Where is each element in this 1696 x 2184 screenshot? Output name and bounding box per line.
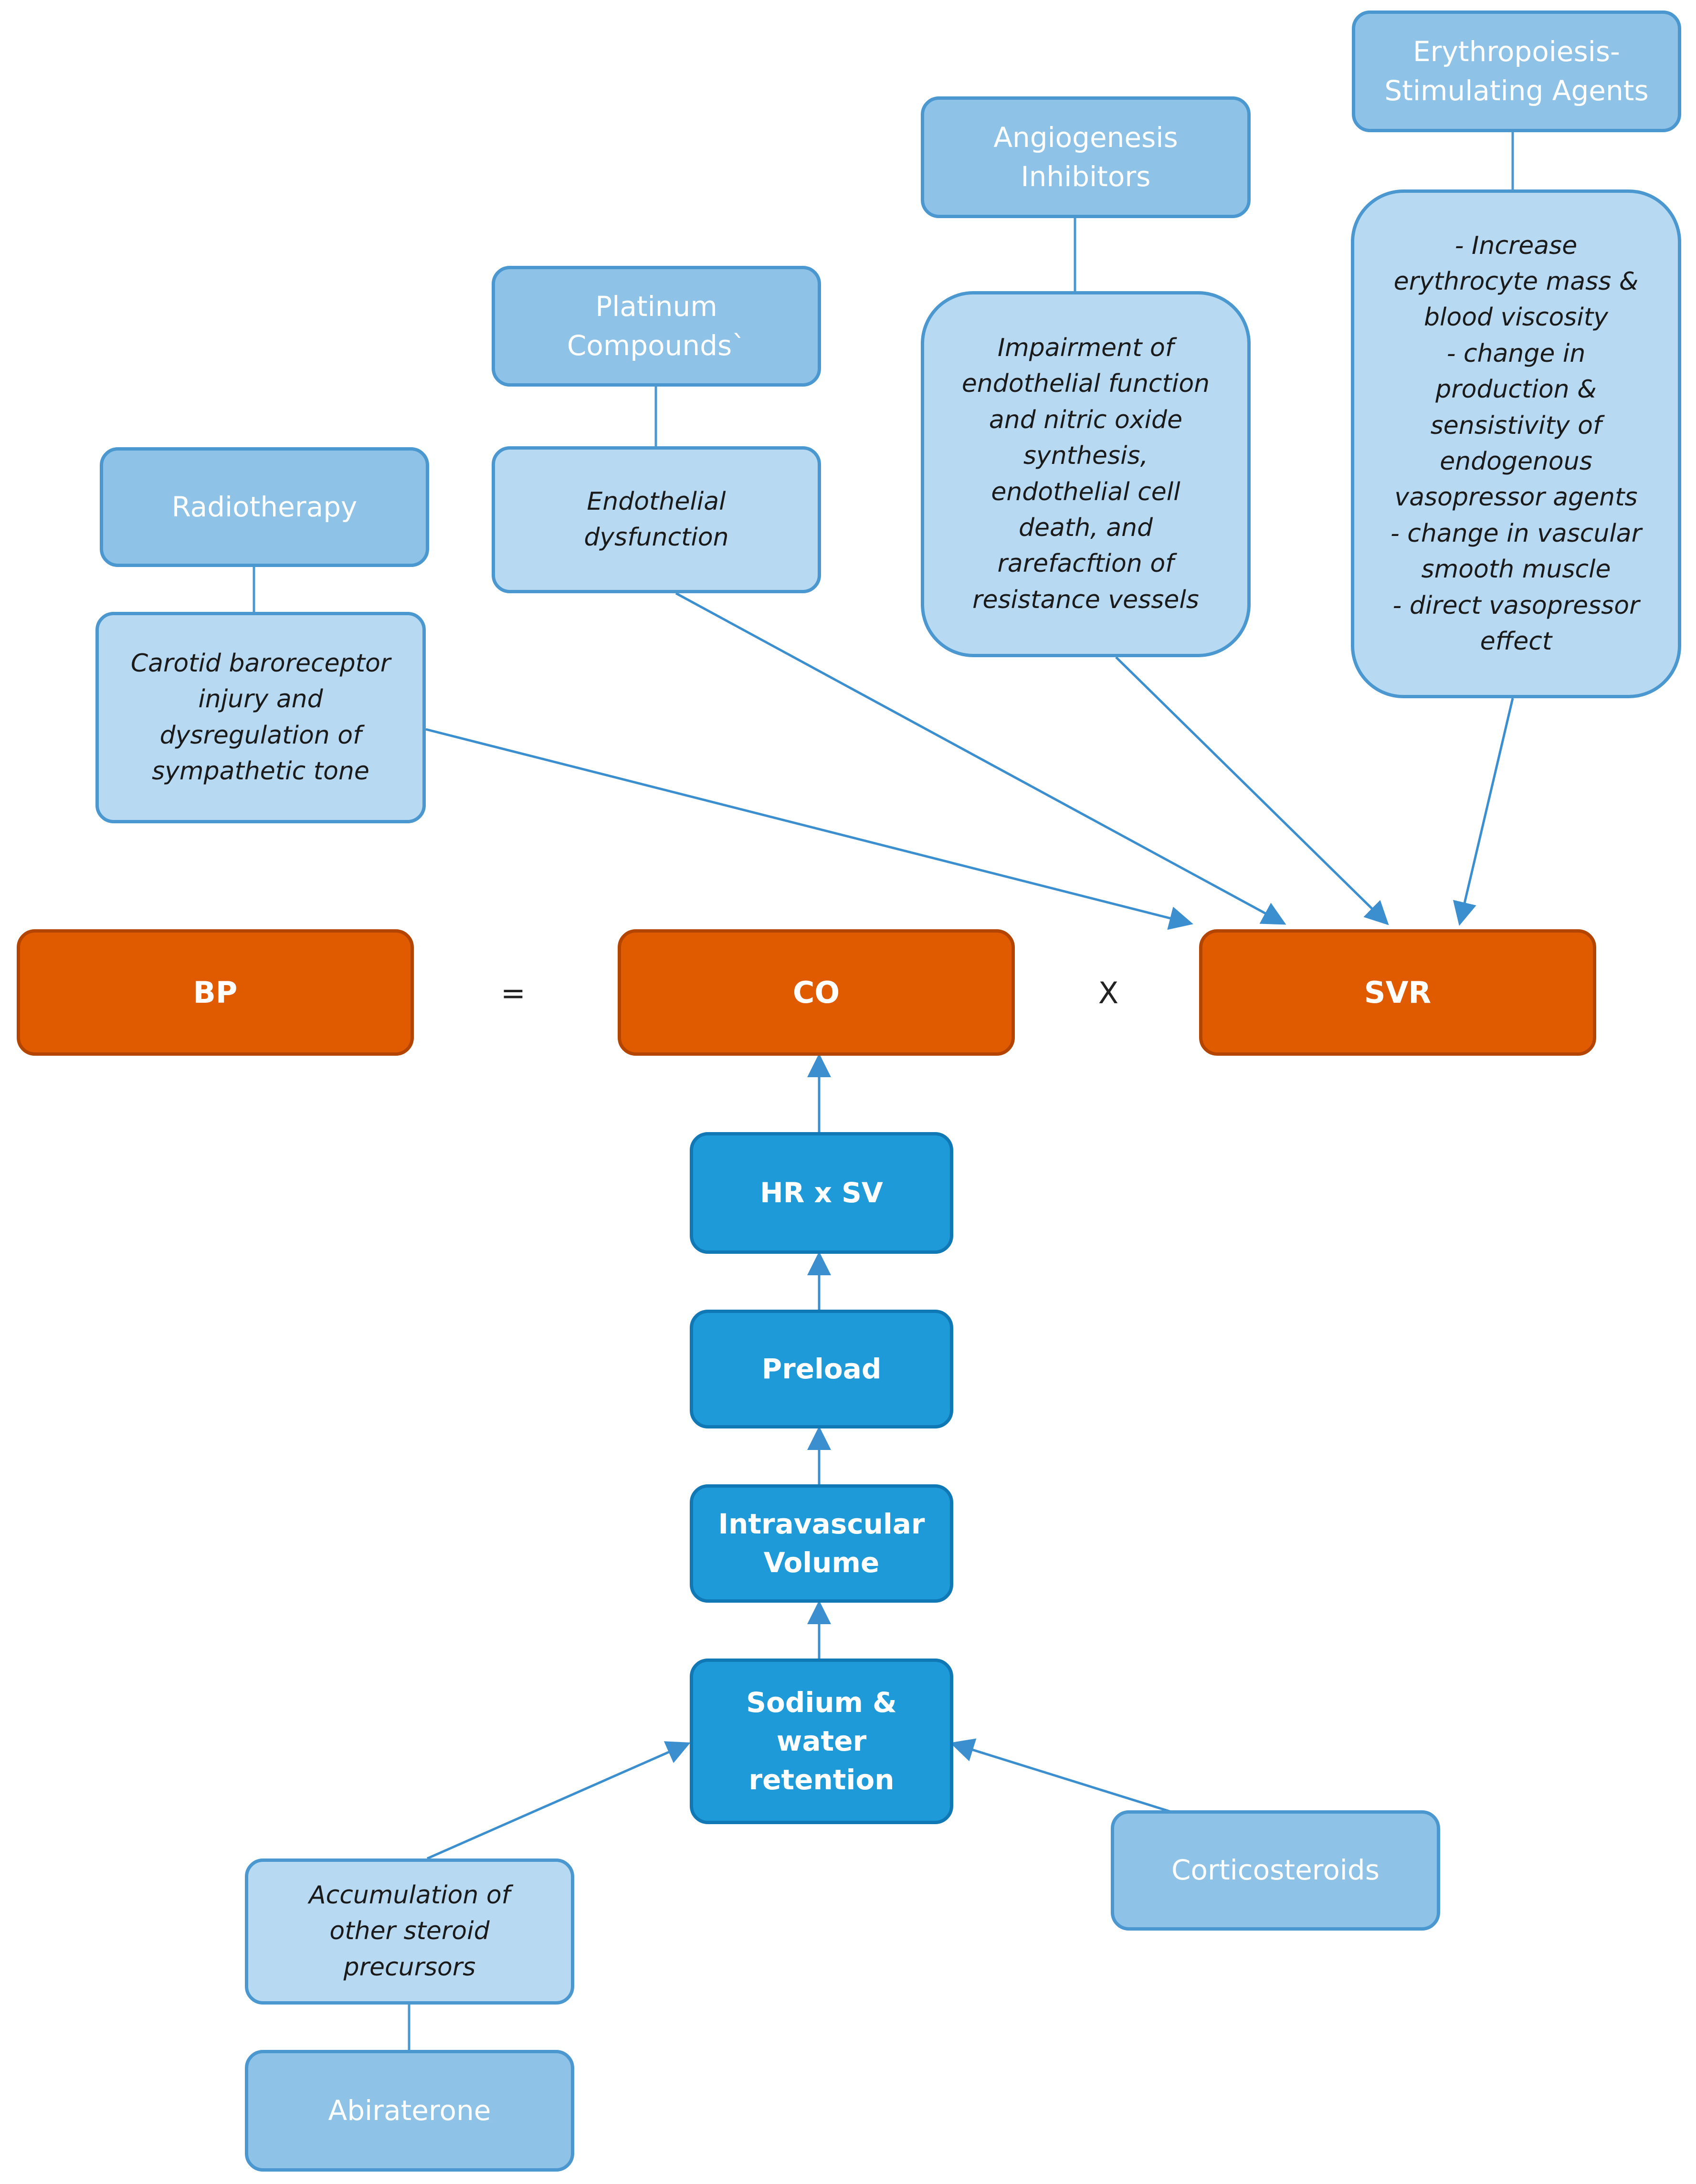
svr-label: SVR xyxy=(1364,975,1432,1010)
abiraterone-mechanism-box: Accumulation of other steroid precursors xyxy=(245,1858,574,2005)
abiraterone-box: Abiraterone xyxy=(245,2050,574,2172)
corticosteroids-label: Corticosteroids xyxy=(1171,1854,1380,1887)
platinum-to-svr-arrow xyxy=(675,592,1286,925)
corticosteroids-to-sodium-arrow xyxy=(950,1738,1208,1825)
platinum-mechanism-text: Endothelial dysfunction xyxy=(584,487,729,552)
sodium-water-retention-label: Sodium & water retention xyxy=(746,1686,897,1796)
preload-label: Preload xyxy=(761,1352,882,1385)
esa-mechanism-text: - Increase erythrocyte mass & blood visc… xyxy=(1390,231,1642,656)
abiraterone-mechanism-text: Accumulation of other steroid precursors xyxy=(309,1880,510,1982)
angiogenesis-to-svr-arrow xyxy=(1115,656,1389,925)
radiotherapy-mechanism-box: Carotid baroreceptor injury and dysregul… xyxy=(95,612,426,823)
abiraterone-to-sodium-arrow xyxy=(426,1741,691,1860)
abiraterone-label: Abiraterone xyxy=(328,2094,491,2127)
angiogenesis-mechanism-text: Impairment of endothelial function and n… xyxy=(961,333,1210,614)
intravascular-volume-label: Intravascular Volume xyxy=(718,1507,925,1579)
equals-operator: = xyxy=(501,975,526,1010)
hr-sv-box: HR x SV xyxy=(690,1132,953,1254)
platinum-compounds-box: Platinum Compounds` xyxy=(492,266,821,387)
erythropoiesis-stimulating-agents-box: Erythropoiesis- Stimulating Agents xyxy=(1352,10,1681,132)
times-operator: X xyxy=(1098,975,1119,1010)
erythropoiesis-stimulating-agents-label: Erythropoiesis- Stimulating Agents xyxy=(1384,35,1649,107)
intravascular-volume-box: Intravascular Volume xyxy=(690,1484,953,1603)
radiotherapy-box: Radiotherapy xyxy=(100,447,429,567)
hr-sv-label: HR x SV xyxy=(760,1176,883,1209)
angiogenesis-inhibitors-box: Angiogenesis Inhibitors xyxy=(921,96,1251,218)
angiogenesis-mechanism-box: Impairment of endothelial function and n… xyxy=(921,291,1251,657)
radiotherapy-mechanism-text: Carotid baroreceptor injury and dysregul… xyxy=(130,649,391,786)
angiogenesis-inhibitors-label: Angiogenesis Inhibitors xyxy=(993,121,1178,193)
esa-to-svr-arrow xyxy=(1453,698,1514,926)
co-label: CO xyxy=(792,975,840,1010)
co-box: CO xyxy=(618,929,1015,1056)
radiotherapy-label: Radiotherapy xyxy=(171,490,358,523)
bp-box: BP xyxy=(17,929,414,1056)
esa-mechanism-box: - Increase erythrocyte mass & blood visc… xyxy=(1351,189,1681,698)
preload-box: Preload xyxy=(690,1310,953,1428)
platinum-compounds-label: Platinum Compounds` xyxy=(567,290,746,362)
sodium-water-retention-box: Sodium & water retention xyxy=(690,1659,953,1824)
bp-label: BP xyxy=(193,975,238,1010)
radiotherapy-to-svr-arrow xyxy=(425,728,1193,930)
platinum-mechanism-box: Endothelial dysfunction xyxy=(492,446,821,593)
svr-box: SVR xyxy=(1199,929,1596,1056)
corticosteroids-box: Corticosteroids xyxy=(1111,1810,1440,1931)
